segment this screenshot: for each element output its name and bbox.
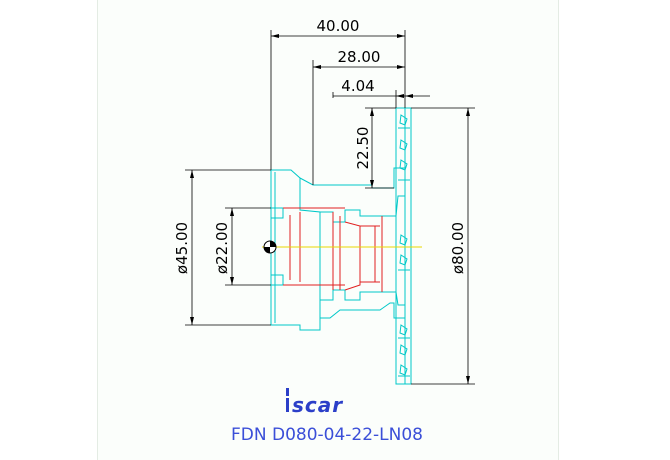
dim-cutter-diameter: ø80.00 [449,222,467,274]
keyway-upper [271,207,284,219]
insert-pockets [399,114,408,376]
keyway-lower [271,274,284,286]
flange-plate [395,107,412,385]
dim-overall-length: 40.00 [317,17,360,35]
dim-hub-diameter: ø45.00 [173,222,191,274]
dim-bore-diameter: ø22.00 [213,222,231,274]
tool-body-outline [270,107,412,385]
part-number-title: FDN D080-04-22-LN08 [231,425,423,445]
dimension-arrows [190,34,470,384]
dim-flange-thickness: 4.04 [341,77,374,95]
dimension-labels: 40.00 28.00 4.04 22.50 ø45.00 ø22.00 ø80… [173,17,467,274]
bore-section [283,207,383,292]
inner-step-lower [320,289,405,306]
dimension-lines [185,30,475,385]
logo-wordmark: scar [292,393,343,417]
dim-body-length: 28.00 [338,48,381,66]
bore-step [344,221,361,291]
dim-radial-step: 22.50 [354,127,372,170]
body-upper-outline [299,167,405,189]
hub-outline [270,169,321,331]
iscar-logo: scar [286,388,343,417]
body-lower-outline [320,302,405,319]
drawing-frame [97,0,559,460]
center-mark-icon [263,240,277,254]
